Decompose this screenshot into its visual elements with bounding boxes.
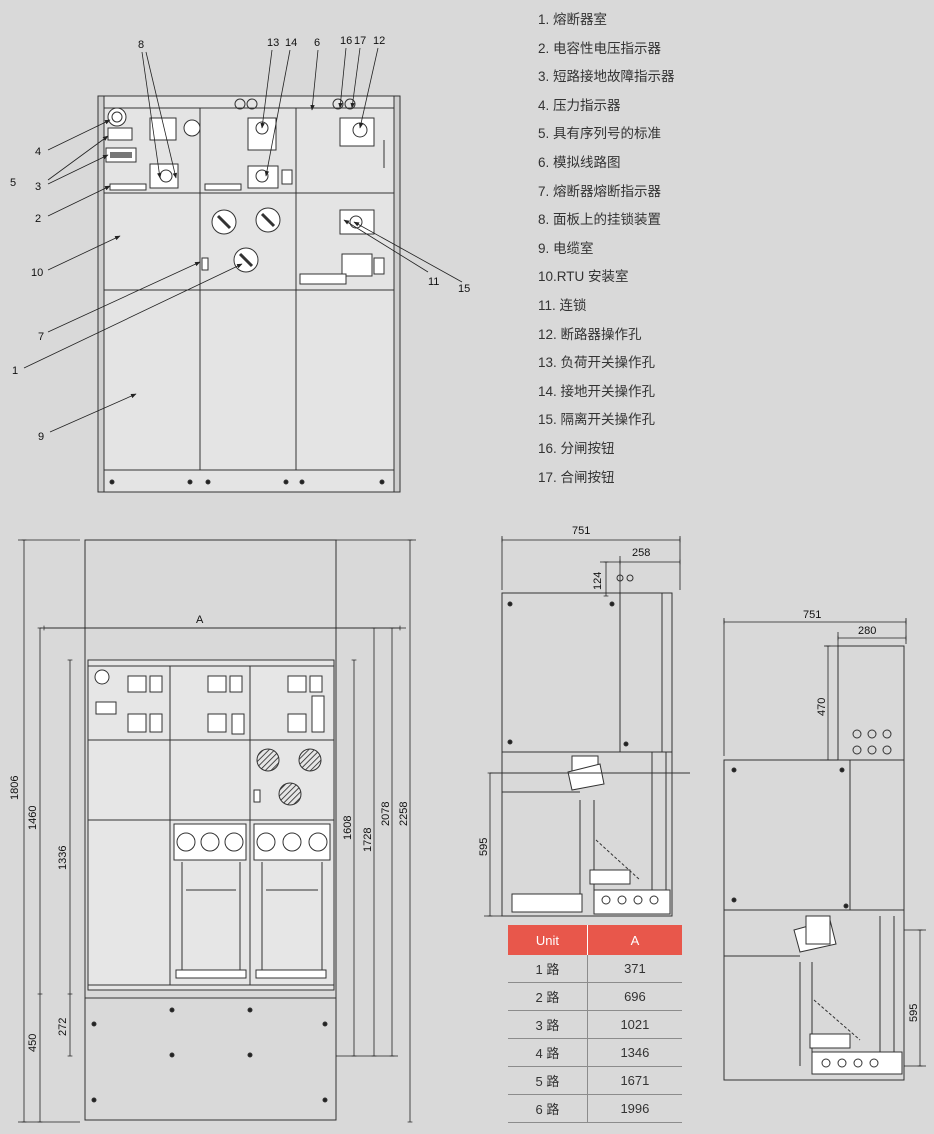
- callout-17: 17: [354, 35, 366, 47]
- dim-right-470: 470: [816, 698, 828, 716]
- legend-item: 2. 电容性电压指示器: [538, 40, 662, 56]
- dim-1806: 1806: [9, 776, 21, 800]
- side-view-right-dimensions: [723, 618, 926, 1067]
- table-cell: 4 路: [508, 1038, 588, 1067]
- side-view-mid-dimension-labels: 751 258 124 595: [478, 525, 650, 856]
- legend-list: 1. 熔断器室 2. 电容性电压指示器 3. 短路接地故障指示器 4. 压力指示…: [538, 6, 675, 492]
- legend-item: 10.RTU 安装室: [538, 269, 629, 285]
- dim-right-751: 751: [803, 609, 821, 621]
- callout-leaders: [23, 47, 463, 433]
- table-cell: 5 路: [508, 1066, 588, 1095]
- dim-mid-595: 595: [478, 838, 490, 856]
- callout-16: 16: [340, 35, 352, 47]
- callout-6: 6: [314, 37, 320, 49]
- legend-item: 7. 熔断器熔断指示器: [538, 183, 662, 199]
- table-cell: 6 路: [508, 1094, 588, 1123]
- dim-2078: 2078: [380, 802, 392, 826]
- legend-item: 14. 接地开关操作孔: [538, 383, 656, 399]
- table-cell: 2 路: [508, 982, 588, 1011]
- callout-8: 8: [138, 39, 144, 51]
- table-cell: 1021: [586, 1010, 682, 1039]
- callout-9: 9: [38, 431, 44, 443]
- legend-item: 8. 面板上的挂锁装置: [538, 212, 662, 228]
- callout-4: 4: [35, 146, 41, 158]
- table-cell: 696: [586, 982, 682, 1011]
- table-header-unit: Unit: [508, 925, 588, 955]
- dim-right-595: 595: [908, 1004, 920, 1022]
- legend-item: 9. 电缆室: [538, 240, 594, 256]
- side-view-right-drawing: [723, 645, 905, 1081]
- table-cell: 1671: [586, 1066, 682, 1095]
- table-cell: 1996: [586, 1094, 682, 1123]
- dim-mid-751: 751: [572, 525, 590, 537]
- table-cell: 371: [586, 955, 682, 983]
- dim-A: A: [196, 614, 204, 626]
- callout-15: 15: [458, 283, 470, 295]
- dim-mid-258: 258: [632, 547, 650, 559]
- callout-11: 11: [428, 276, 439, 288]
- callout-14: 14: [285, 37, 297, 49]
- dim-272: 272: [57, 1018, 69, 1036]
- side-view-mid-drawing: [490, 574, 690, 917]
- front-view-drawing: [84, 539, 337, 1121]
- dim-1728: 1728: [362, 828, 374, 852]
- legend-item: 15. 隔离开关操作孔: [538, 412, 656, 428]
- dim-1336: 1336: [57, 846, 69, 870]
- legend-item: 17. 合闸按钮: [538, 469, 615, 485]
- table-cell: 1 路: [508, 955, 588, 983]
- legend-item: 13. 负荷开关操作孔: [538, 355, 656, 371]
- legend-item: 5. 具有序列号的标准: [538, 126, 662, 142]
- dim-1608: 1608: [342, 816, 354, 840]
- legend-item: 3. 短路接地故障指示器: [538, 69, 675, 85]
- callout-1: 1: [12, 365, 18, 377]
- table-cell: 1346: [586, 1038, 682, 1067]
- dim-1460: 1460: [27, 806, 39, 830]
- table-cell: 3 路: [508, 1010, 588, 1039]
- side-view-mid-dimensions: [484, 536, 681, 917]
- callout-2: 2: [35, 213, 41, 225]
- dim-2258: 2258: [398, 802, 410, 826]
- callout-numbers: 4 5 3 2 10 7 1 9 8 13 14 6 16 17 12 11 1…: [10, 35, 470, 443]
- callout-3: 3: [35, 181, 41, 193]
- side-view-right-dimension-labels: 751 280 470 595: [803, 609, 920, 1022]
- legend-item: 6. 模拟线路图: [538, 154, 621, 170]
- legend-item: 16. 分闸按钮: [538, 440, 615, 456]
- dim-mid-124: 124: [592, 572, 604, 590]
- dim-right-280: 280: [858, 625, 876, 637]
- table-header-a: A: [586, 925, 682, 955]
- callout-10: 10: [31, 267, 43, 279]
- table-header-row: Unit A: [508, 925, 682, 955]
- callout-7: 7: [38, 331, 44, 343]
- legend-item: 1. 熔断器室: [538, 12, 608, 27]
- top-front-panel: [97, 95, 401, 493]
- legend-item: 12. 断路器操作孔: [538, 326, 642, 342]
- front-view-dimension-labels: A 1806 1460 1336 450 272 1608 1728 2078 …: [9, 614, 410, 1052]
- callout-12: 12: [373, 35, 385, 47]
- dim-450: 450: [27, 1034, 39, 1052]
- legend-item: 11. 连锁: [538, 297, 587, 313]
- callout-13: 13: [267, 37, 279, 49]
- callout-5: 5: [10, 177, 16, 189]
- front-view-dimensions: [18, 539, 416, 1123]
- legend-item: 4. 压力指示器: [538, 97, 621, 113]
